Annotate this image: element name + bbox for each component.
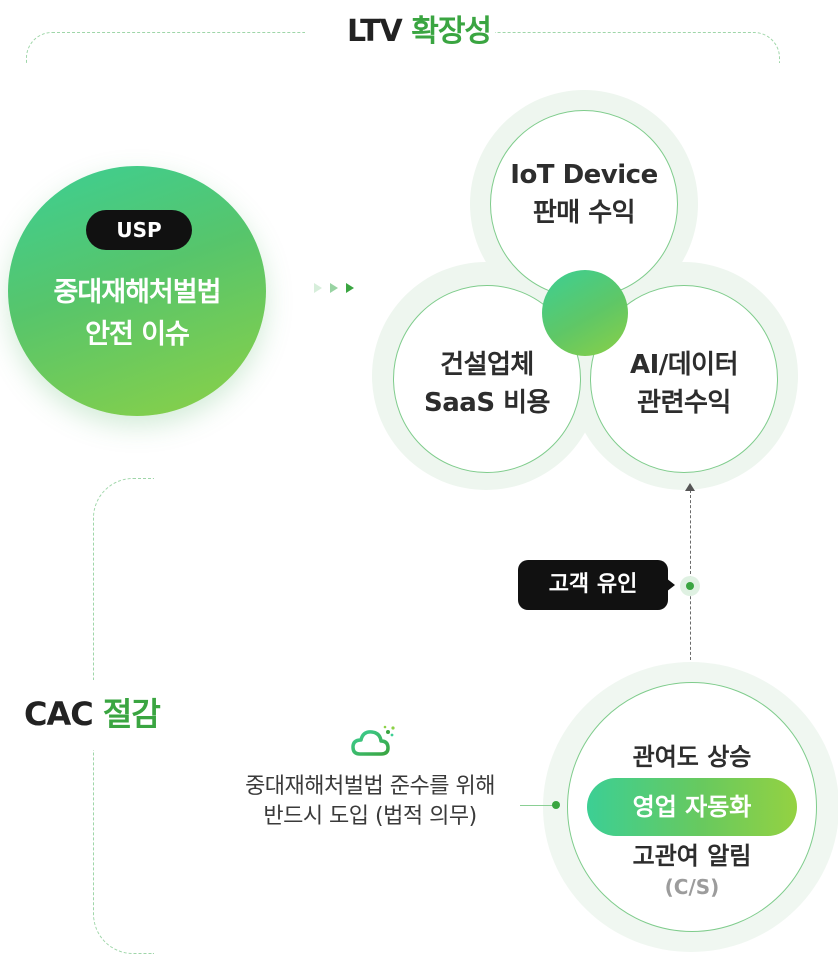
ltv-title: LTV 확장성 bbox=[0, 10, 838, 54]
cloud-icon bbox=[351, 725, 395, 756]
usp-line2: 안전 이슈 bbox=[85, 319, 190, 350]
law-connector bbox=[520, 805, 555, 806]
law-text: 중대재해처벌법 준수를 위해 반드시 도입 (법적 의무) bbox=[200, 772, 540, 832]
usp-badge: USP bbox=[86, 210, 192, 250]
law-line2: 반드시 도입 (법적 의무) bbox=[263, 804, 477, 829]
usp-text: 중대재해처벌법 안전 이슈 bbox=[8, 272, 266, 356]
customer-badge: 고객 유인 bbox=[518, 560, 668, 610]
arrow-up-icon bbox=[685, 483, 695, 491]
ltv-title-en: LTV bbox=[346, 14, 403, 49]
usp-line1: 중대재해처벌법 bbox=[53, 277, 222, 308]
usp-circle bbox=[8, 166, 266, 416]
trefoil-right-line1: AI/데이터 bbox=[629, 350, 739, 380]
trefoil-left-label: 건설업체 SaaS 비용 bbox=[393, 346, 581, 422]
trefoil-left-line2: SaaS 비용 bbox=[424, 388, 550, 418]
bottom-line3: (C/S) bbox=[664, 875, 720, 899]
trefoil-top-line2: 판매 수익 bbox=[532, 198, 636, 228]
bottom-line1: 관여도 상승 bbox=[632, 743, 752, 771]
sales-automation-pill: 영업 자동화 bbox=[587, 778, 797, 836]
law-connector-dot bbox=[552, 801, 560, 809]
connector-node bbox=[686, 582, 694, 590]
trefoil-center-dot bbox=[542, 270, 628, 356]
triple-arrow-icon bbox=[314, 283, 354, 293]
trefoil-right-line2: 관련수익 bbox=[637, 388, 731, 418]
customer-badge-tip bbox=[666, 578, 675, 592]
ltv-title-ko: 확장성 bbox=[411, 14, 492, 49]
law-line1: 중대재해처벌법 준수를 위해 bbox=[245, 774, 495, 799]
trefoil-top-circle bbox=[490, 110, 678, 298]
trefoil-right-label: AI/데이터 관련수익 bbox=[590, 346, 778, 422]
bottom-line2: 고관여 알림 bbox=[632, 842, 752, 870]
cac-title: CAC 절감 bbox=[24, 690, 161, 738]
trefoil-top-label: IoT Device 판매 수익 bbox=[490, 156, 678, 232]
cac-title-ko: 절감 bbox=[102, 695, 161, 733]
cac-title-en: CAC bbox=[24, 695, 94, 733]
trefoil-top-line1: IoT Device bbox=[510, 160, 658, 190]
trefoil-left-line1: 건설업체 bbox=[440, 350, 534, 380]
